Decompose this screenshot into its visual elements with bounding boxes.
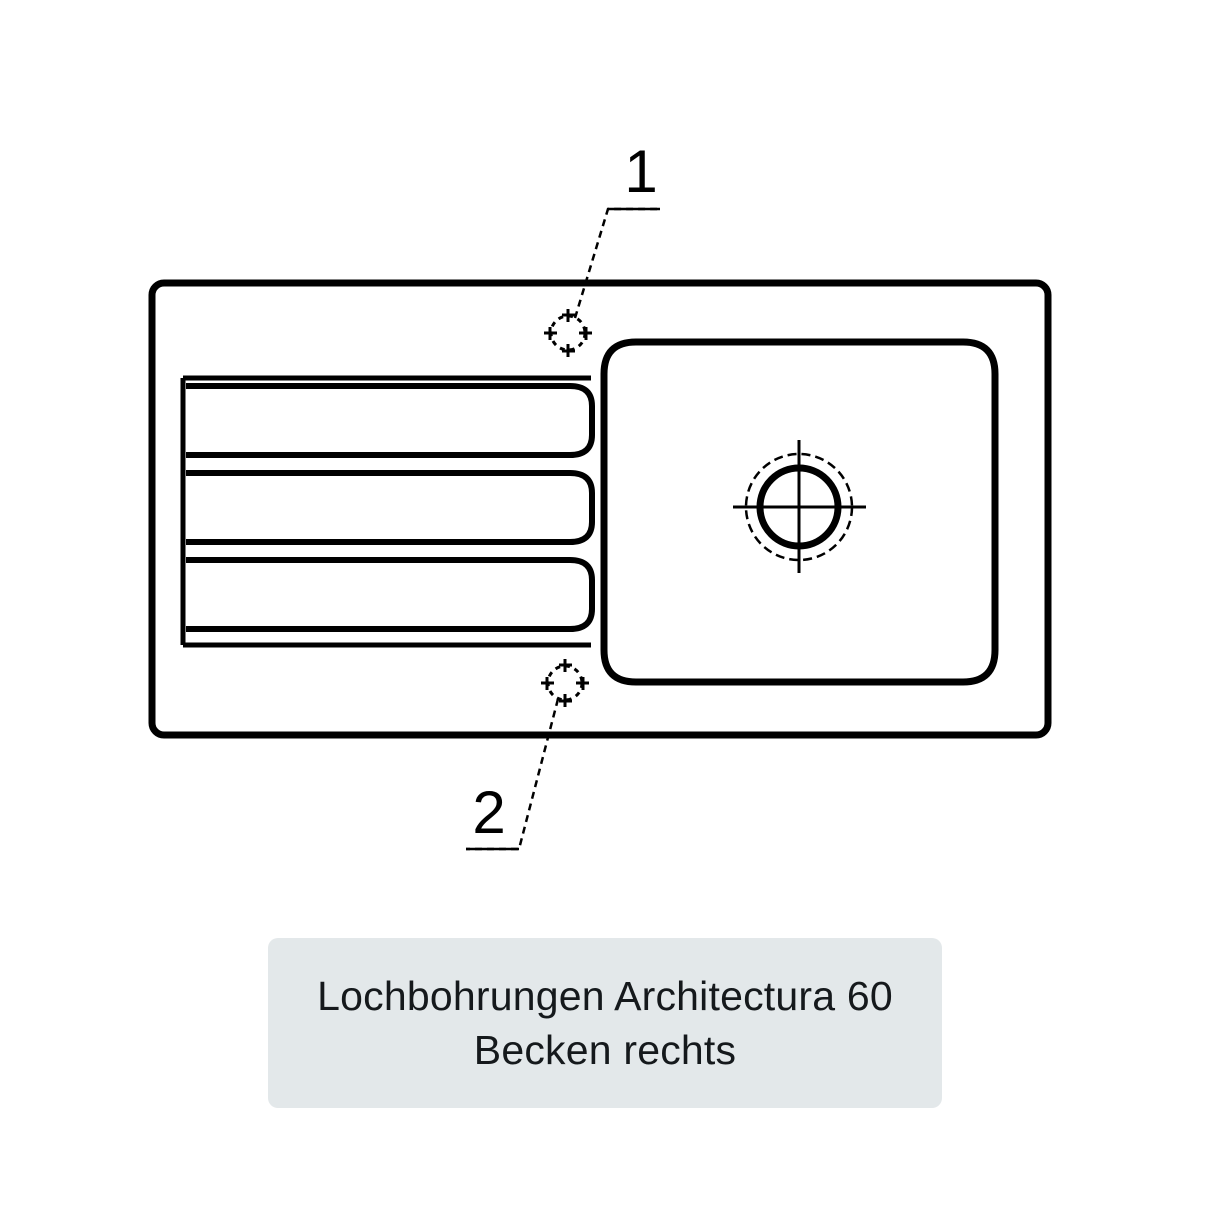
drainboard-groove [186,470,595,545]
caption-line-1: Lochbohrungen Architectura 60 [317,973,893,1019]
callout-label-1: 1 [624,138,657,205]
drainboard-groove [186,383,595,458]
caption-line-2: Becken rechts [473,1027,737,1073]
basin-right [600,338,999,686]
callout-label-2: 2 [472,779,505,846]
drain-inner-circle [756,464,842,550]
callout-leader-1 [573,207,660,319]
drainboard-left [180,375,591,648]
drain-outlet [733,440,866,573]
caption-box: Lochbohrungen Architectura 60 Becken rec… [268,938,942,1108]
drainboard-groove-group [186,383,595,632]
hole-marker-2 [541,659,589,707]
drainboard-groove [186,557,595,632]
drain-outer-dashed-circle [744,452,854,562]
sink-outline [148,279,1052,739]
hole-marker-1 [544,309,592,357]
callout-leader-2 [466,698,560,851]
